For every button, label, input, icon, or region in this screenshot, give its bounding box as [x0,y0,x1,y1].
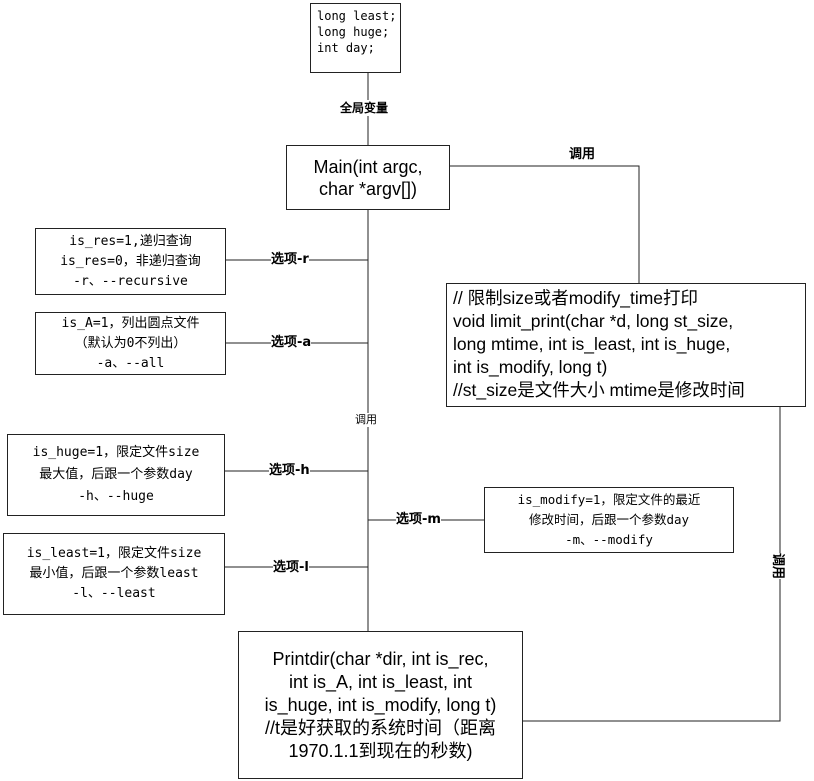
opt-l-line-2: 最小值，后跟一个参数least [29,566,199,581]
global-variables-box: long least; long huge; int day; [310,3,401,73]
opt-r-line-1: is_res=1,递归查询 [69,233,192,249]
option-m-label: 选项-m [396,512,441,528]
global-line-huge: long huge; [317,25,390,39]
opt-a-line-1: is_A=1，列出圆点文件 [61,315,200,331]
option-a-box: is_A=1，列出圆点文件 （默认为0不列出） -a、--all [35,312,226,375]
line-limit-printdir [523,407,781,722]
global-line-day: int day; [317,41,375,55]
main-line-1: Main(int argc, [313,156,423,177]
option-h-box: is_huge=1，限定文件size 最大值，后跟一个参数day -h、--hu… [7,434,225,516]
limit-line-2: void limit_print(char *d, long st_size, [453,311,734,331]
opt-h-line-1: is_huge=1，限定文件size [32,445,200,460]
main-function-box: Main(int argc, char *argv[]) [286,145,450,210]
opt-l-line-3: -l、--least [72,586,156,601]
option-h-label: 选项-h [269,463,310,479]
option-l-box: is_least=1，限定文件size 最小值，后跟一个参数least -l、-… [3,533,225,615]
opt-r-line-3: -r、--recursive [73,273,188,289]
printdir-line-1: Printdir(char *dir, int is_rec, [272,648,489,669]
line-main-limit [450,165,640,283]
limit-line-4: int is_modify, long t) [453,357,608,377]
opt-h-line-2: 最大值，后跟一个参数day [39,467,193,482]
limit-print-box: // 限制size或者modify_time打印 void limit_prin… [446,283,806,407]
printdir-function-box: Printdir(char *dir, int is_rec, int is_A… [238,631,523,779]
printdir-line-2: int is_A, int is_least, int [288,671,473,692]
option-r-label: 选项-r [271,252,309,268]
opt-m-line-1: is_modify=1，限定文件的最近 [517,492,701,507]
opt-r-line-2: is_res=0，非递归查询 [60,253,201,269]
main-line-2: char *argv[]) [318,178,418,199]
printdir-line-4: //t是好获取的系统时间（距离 [264,717,496,738]
printdir-line-3: is_huge, int is_modify, long t) [264,694,497,715]
option-m-box: is_modify=1，限定文件的最近 修改时间，后跟一个参数day -m、--… [484,487,734,553]
global-line-least: long least; [317,9,397,23]
limit-line-3: long mtime, int is_least, int is_huge, [453,334,731,354]
call-right-label: 调用 [769,552,786,580]
opt-a-line-3: -a、--all [96,355,165,371]
option-r-box: is_res=1,递归查询 is_res=0，非递归查询 -r、--recurs… [35,228,226,295]
opt-m-line-2: 修改时间，后跟一个参数day [528,512,690,527]
opt-m-line-3: -m、--modify [565,532,653,547]
option-a-label: 选项-a [271,335,312,351]
global-variables-label: 全局变量 [340,100,389,116]
option-l-label: 选项-l [273,560,309,576]
call-center-label: 调用 [355,413,377,427]
limit-line-1: // 限制size或者modify_time打印 [453,288,699,308]
call-limit-label: 调用 [569,147,596,163]
opt-l-line-1: is_least=1，限定文件size [26,546,202,561]
opt-h-line-3: -h、--huge [78,489,154,504]
limit-line-5: //st_size是文件大小 mtime是修改时间 [453,380,745,400]
printdir-line-5: 1970.1.1到现在的秒数) [288,740,473,761]
opt-a-line-2: （默认为0不列出） [74,335,187,351]
